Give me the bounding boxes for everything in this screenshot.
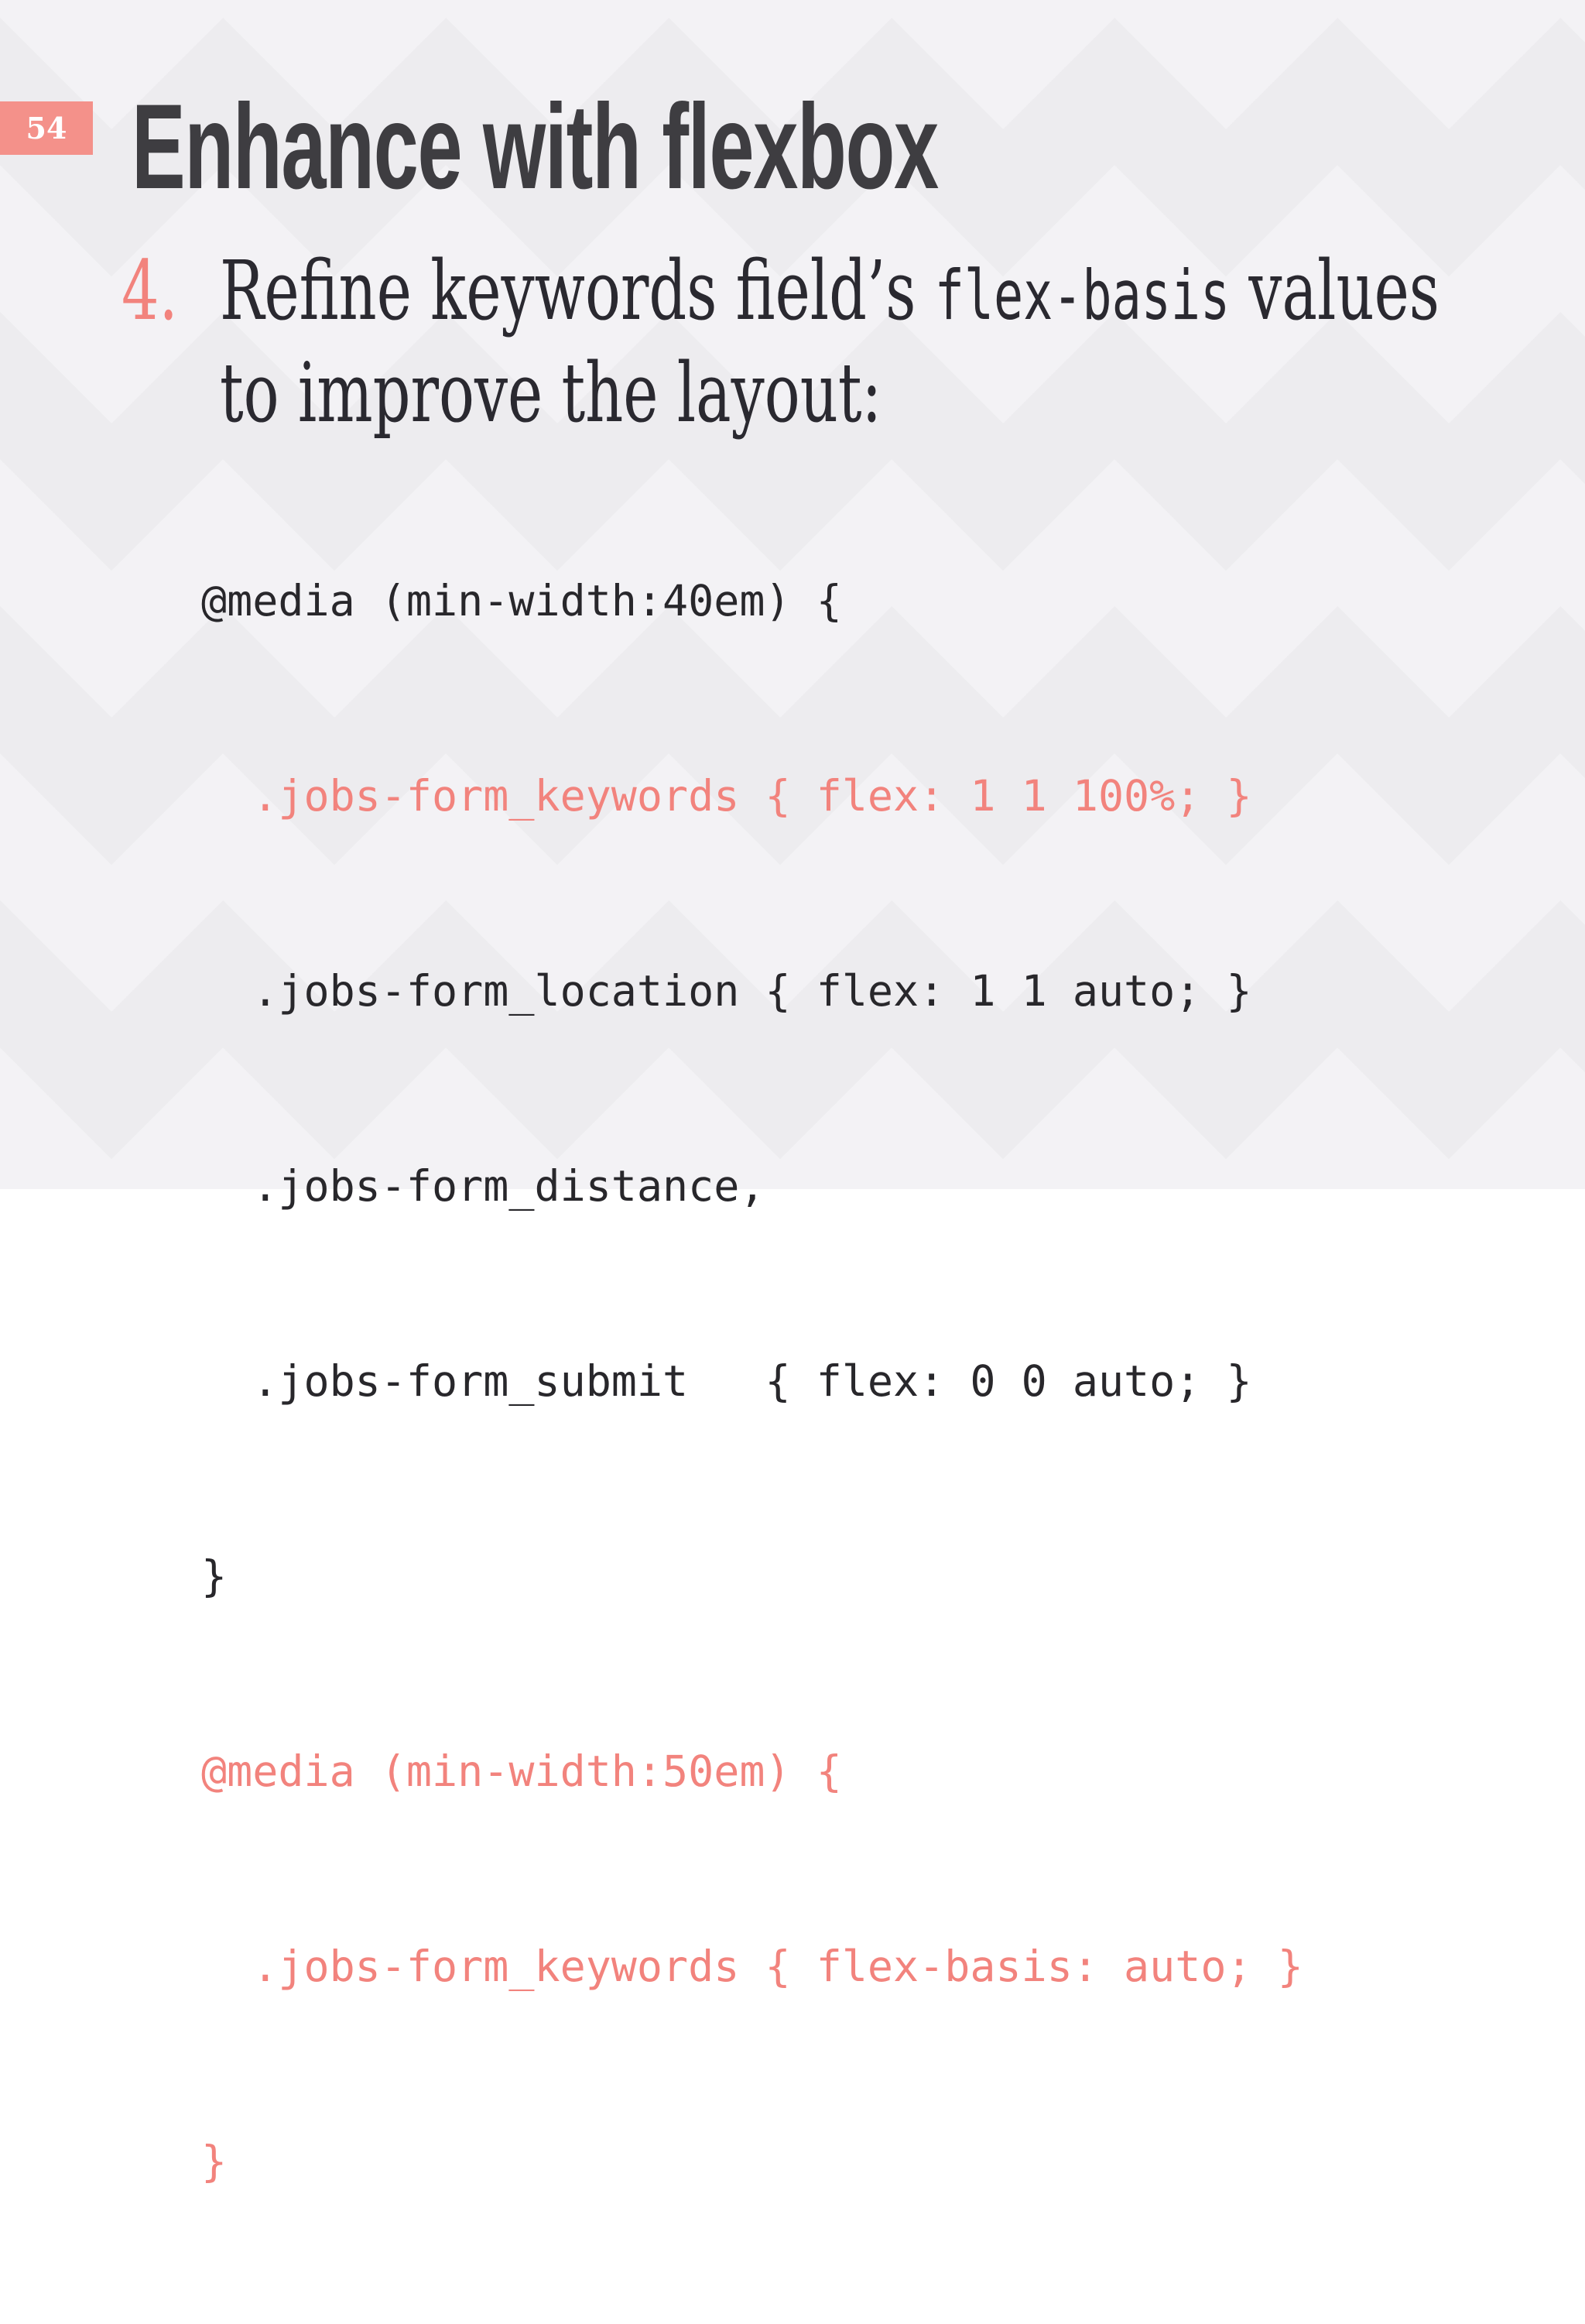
code-line: .jobs-form_submit { flex: 0 0 auto; } (201, 1356, 1252, 1406)
page-title: Enhance with flexbox (132, 87, 1335, 207)
page-title-text: Enhance with flexbox (132, 80, 939, 214)
code-block: @media (min-width:40em) { .jobs-form_key… (201, 438, 1303, 2324)
step-text-line1-pre: Refine keywords field’s (220, 243, 935, 338)
code-line: @media (min-width:50em) { (201, 1746, 842, 1796)
code-line: } (201, 1551, 228, 1601)
step-text: Refine keywords field’s flex-basis value… (220, 242, 1501, 442)
code-line: .jobs-form_keywords { flex: 1 1 100%; } (201, 771, 1252, 821)
page-number-badge: 54 (0, 101, 93, 155)
code-line: .jobs-form_distance, (201, 1161, 765, 1211)
code-line: .jobs-form_location { flex: 1 1 auto; } (201, 966, 1252, 1016)
step-number: 4. (122, 243, 178, 338)
code-line: .jobs-form_keywords { flex-basis: auto; … (201, 1942, 1303, 1991)
code-line: @media (min-width:40em) { (201, 576, 842, 626)
code-line: } (201, 2137, 228, 2186)
slide-background: 54 Enhance with flexbox 4. Refine keywor… (0, 0, 1585, 2186)
step-text-line1-post: values (1230, 243, 1440, 338)
inline-code-flex-basis: flex-basis (934, 255, 1231, 335)
step-text-line2: to improve the layout: (220, 345, 882, 440)
